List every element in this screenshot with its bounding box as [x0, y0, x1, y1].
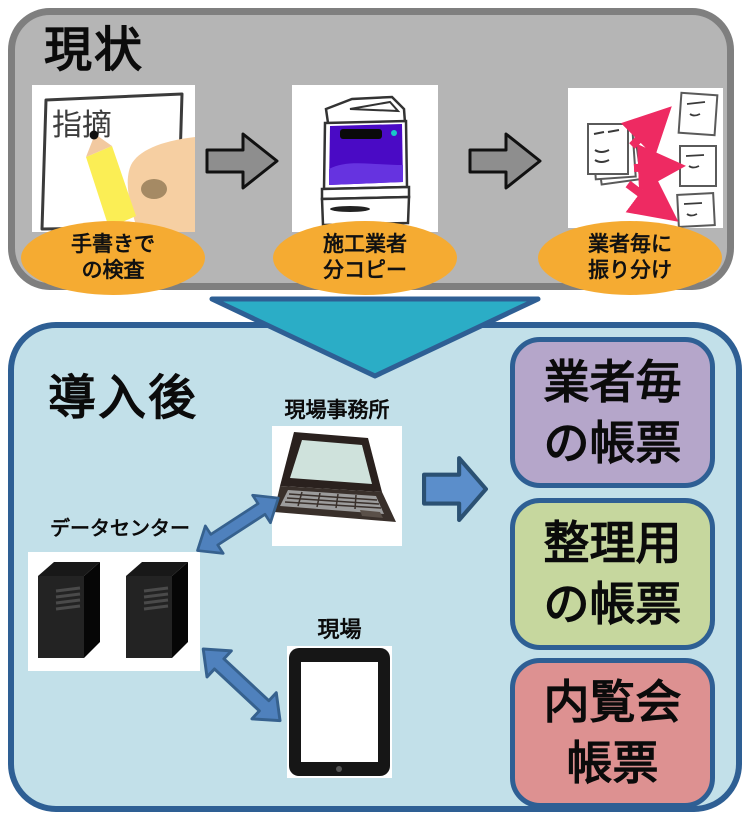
- flow-arrow-icon: [205, 126, 279, 196]
- paper-note-text: 指摘: [52, 108, 112, 143]
- server-icon: [28, 552, 200, 671]
- sync-arrow-icon: [187, 632, 297, 739]
- tablet-icon: [287, 646, 392, 778]
- step-caption-handwriting: 手書きで の検査: [21, 221, 205, 295]
- datacenter-label: データセンター: [50, 516, 190, 540]
- current-state-title: 現状: [44, 22, 145, 78]
- output-box-vendor-forms: 業者毎 の帳票: [510, 337, 715, 488]
- site-office-label: 現場事務所: [284, 398, 390, 422]
- copier-icon: [292, 85, 438, 232]
- output-arrow-icon: [422, 454, 488, 523]
- after-title: 導入後: [48, 370, 199, 426]
- laptop-icon: [272, 426, 402, 546]
- site-label: 現場: [317, 618, 362, 643]
- step-caption-copy: 施工業者 分コピー: [273, 221, 457, 295]
- output-box-sorting-forms: 整理用 の帳票: [510, 498, 715, 650]
- handwriting-inspection-icon: 指摘: [32, 85, 195, 232]
- step-caption-sorting: 業者毎に 振り分け: [538, 221, 722, 295]
- paper-distribution-icon: [568, 88, 723, 228]
- flow-arrow-icon: [468, 126, 542, 196]
- transition-arrow-icon: [208, 296, 542, 380]
- sync-arrow-icon: [185, 480, 293, 571]
- output-box-openhouse-forms: 内覧会 帳票: [510, 658, 715, 808]
